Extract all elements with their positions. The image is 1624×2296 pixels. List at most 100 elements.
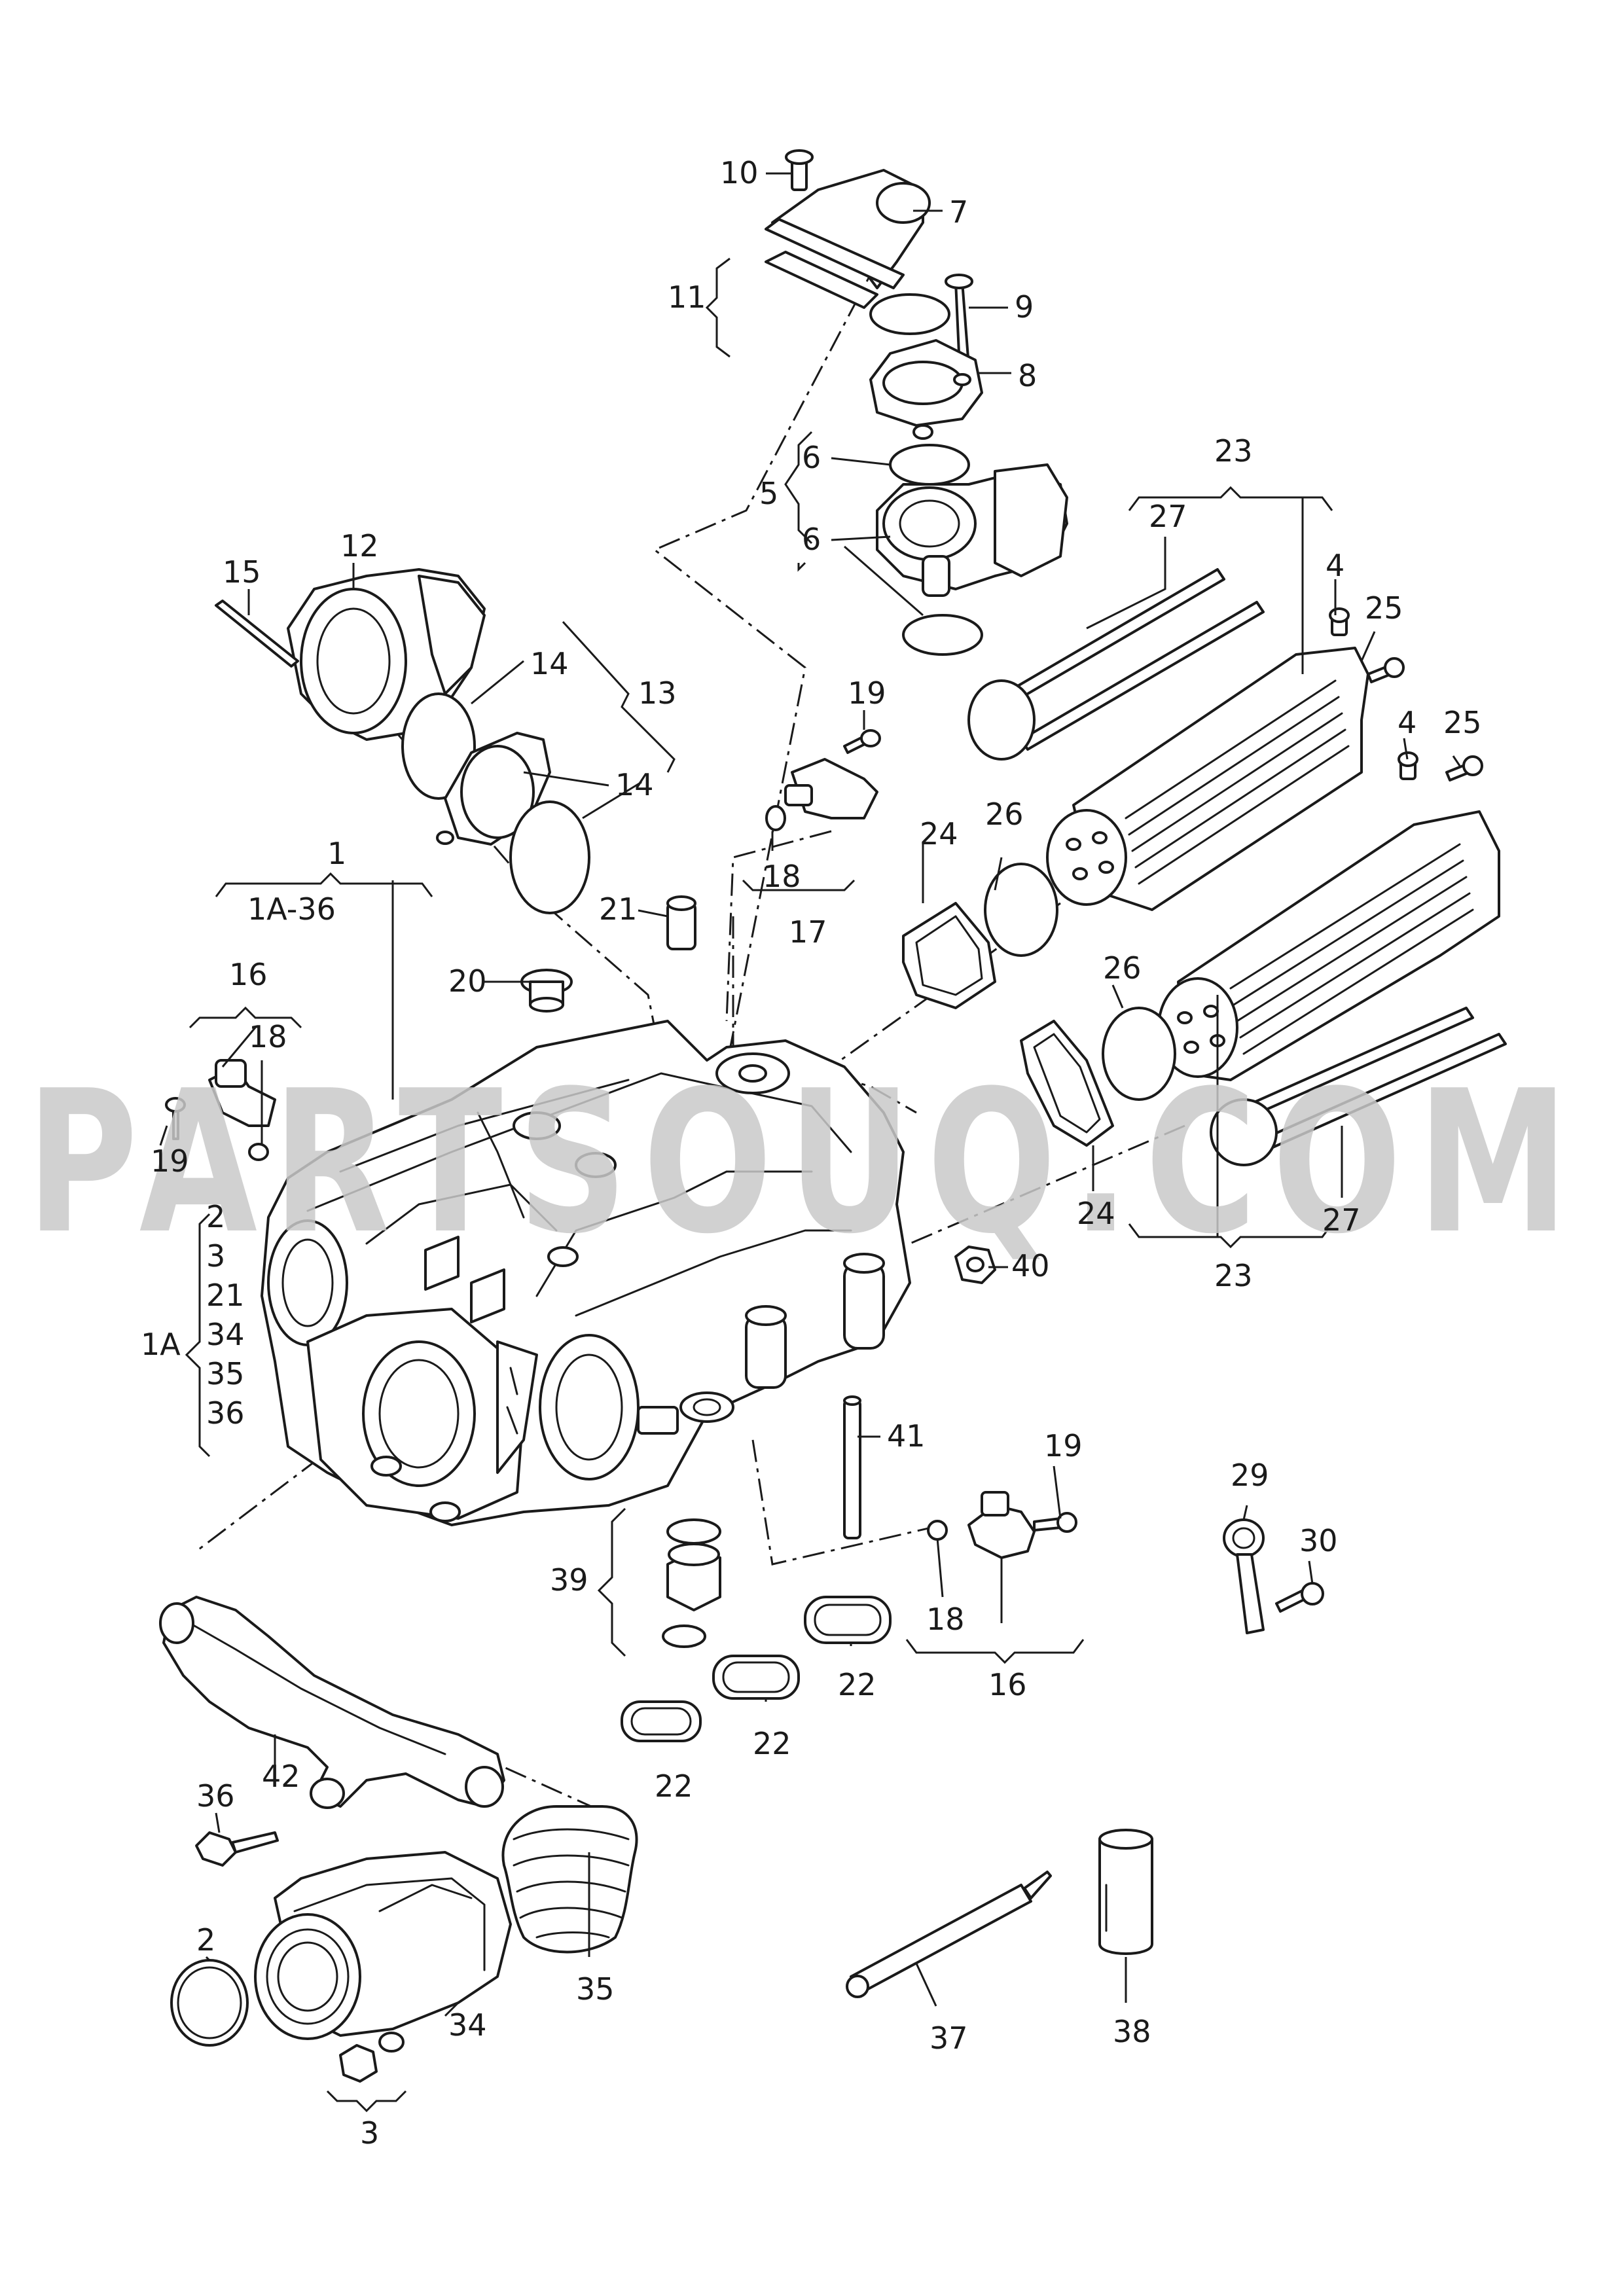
callout-1a: 1A <box>141 1327 181 1362</box>
callout-26-upper: 26 <box>985 797 1024 832</box>
callout-26-lower: 26 <box>1103 950 1142 986</box>
callout-24-lower: 24 <box>1077 1196 1115 1231</box>
seal-ring-14-upper <box>401 692 476 800</box>
callout-2: 2 <box>196 1922 215 1958</box>
screws-4-25 <box>1329 607 1483 781</box>
callout-12: 12 <box>340 528 379 564</box>
callout-1: 1 <box>327 836 346 871</box>
stud-41 <box>843 1395 861 1539</box>
callout-1a-34: 34 <box>206 1317 245 1352</box>
gasket-24-upper <box>902 902 996 1009</box>
intercooler-upper <box>1046 647 1369 911</box>
throttle-pipe-7 <box>765 169 931 289</box>
callout-6-upper: 6 <box>802 440 821 475</box>
duct-27-lower <box>1210 1007 1507 1166</box>
callout-10: 10 <box>720 155 759 190</box>
callout-41: 41 <box>887 1418 926 1454</box>
callout-19-right: 19 <box>1044 1428 1083 1463</box>
gasket-22-c <box>804 1596 892 1644</box>
callout-4-upper: 4 <box>1326 548 1344 583</box>
spring-35 <box>501 1805 638 1954</box>
callout-1a-3: 3 <box>206 1238 225 1274</box>
seal-ring-14-lower <box>509 800 590 914</box>
connector-39 <box>662 1518 721 1648</box>
callout-29: 29 <box>1231 1458 1269 1493</box>
callout-1a-35: 35 <box>206 1356 245 1391</box>
callout-30: 30 <box>1299 1523 1338 1558</box>
callout-16-left: 16 <box>229 957 268 992</box>
callout-42: 42 <box>262 1759 300 1794</box>
callout-13: 13 <box>638 675 677 711</box>
gasket-24-lower <box>1020 1020 1114 1147</box>
callout-6-lower: 6 <box>802 522 821 557</box>
bolt-30 <box>1275 1582 1324 1613</box>
flange-8 <box>869 339 983 440</box>
callout-19-left: 19 <box>151 1143 189 1179</box>
callout-14-lower: 14 <box>615 767 654 802</box>
sensor-17 <box>784 758 878 819</box>
seal-ring-26-lower <box>1102 1007 1176 1101</box>
seal-ring-upper <box>869 293 950 335</box>
throttle-valve-5 <box>876 463 1068 597</box>
callout-35: 35 <box>576 1971 615 2007</box>
callout-39: 39 <box>550 1562 588 1598</box>
bracket-29 <box>1223 1518 1265 1634</box>
intercooler-lower <box>1157 810 1500 1081</box>
callout-15: 15 <box>223 554 261 590</box>
intake-housing-12 <box>287 568 486 741</box>
lubricant-tube-37 <box>846 1871 1052 1998</box>
callout-24-upper: 24 <box>920 816 958 852</box>
supercharger-housing <box>261 1020 911 1526</box>
callout-3: 3 <box>360 2115 379 2151</box>
duct-27-upper <box>967 568 1265 761</box>
callout-1a-36: 1A-36 <box>247 891 336 927</box>
callout-18-left: 18 <box>249 1019 287 1054</box>
callout-7: 7 <box>949 194 968 230</box>
sensor-16-left <box>165 1059 276 1140</box>
plug-3 <box>339 2032 405 2083</box>
callout-22-b: 22 <box>753 1726 791 1761</box>
gasket-22-b <box>712 1655 800 1700</box>
cap-2 <box>170 1959 249 2047</box>
callout-22-a: 22 <box>655 1768 693 1804</box>
o-ring-18-right <box>927 1520 948 1541</box>
o-ring-18-upper <box>765 805 786 831</box>
bolt-10 <box>785 149 814 191</box>
gasket-22-a <box>621 1700 702 1742</box>
callout-25-upper: 25 <box>1365 590 1403 626</box>
seal-ring-6-lower <box>902 614 983 656</box>
callout-27-lower: 27 <box>1322 1202 1361 1238</box>
callout-36: 36 <box>196 1778 235 1814</box>
callout-14-upper: 14 <box>530 646 569 681</box>
bolt-15 <box>215 600 299 668</box>
nut-40 <box>954 1246 996 1284</box>
connector-21 <box>666 895 696 950</box>
callout-8: 8 <box>1018 358 1037 393</box>
callout-23-lower: 23 <box>1214 1258 1253 1293</box>
watermark: PARTSOUQ.COM <box>26 1049 1584 1277</box>
leader-lines <box>159 172 1461 2017</box>
callout-19-top: 19 <box>848 675 886 711</box>
gasket-11 <box>765 251 878 309</box>
callout-23-upper: 23 <box>1214 433 1253 469</box>
o-ring-18-left <box>248 1143 269 1161</box>
bolt-19-upper <box>843 729 881 754</box>
housing-34 <box>254 1851 512 2040</box>
plug-20 <box>520 969 573 1013</box>
callout-4-lower: 4 <box>1398 705 1416 740</box>
bolt-19-right <box>1033 1512 1077 1533</box>
bolt-36 <box>195 1831 279 1867</box>
callout-1a-21: 21 <box>206 1278 245 1313</box>
callout-18-top: 18 <box>763 859 801 894</box>
callout-27-upper: 27 <box>1149 499 1187 534</box>
callout-18-right: 18 <box>926 1602 965 1637</box>
callout-16-right: 16 <box>988 1667 1027 1702</box>
callout-25-lower: 25 <box>1443 705 1482 740</box>
seal-ring-6-upper <box>889 444 970 486</box>
callout-17: 17 <box>789 914 827 950</box>
oil-can-38 <box>1098 1829 1153 1955</box>
sensor-16-right <box>967 1491 1036 1559</box>
seal-ring-26-upper <box>984 863 1058 957</box>
callout-11: 11 <box>668 279 706 315</box>
